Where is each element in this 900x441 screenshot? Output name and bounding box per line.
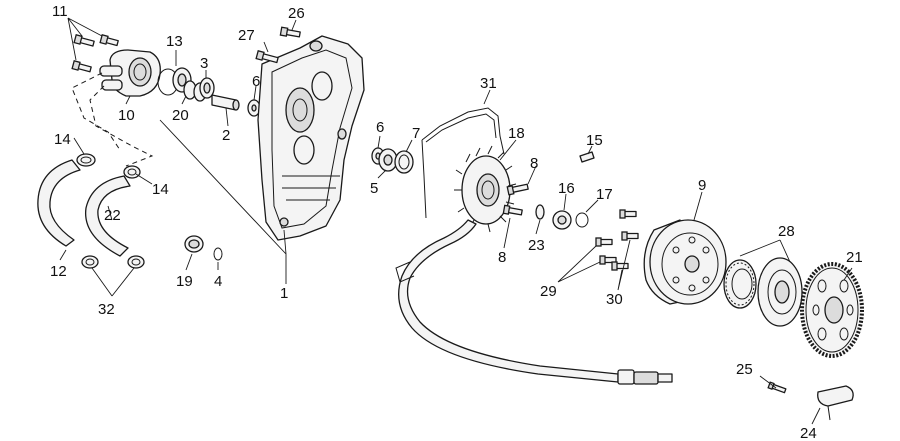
callout-14-right: 14 [152,181,169,198]
bolt-27 [255,50,279,64]
callout-32: 32 [98,301,115,318]
pump-cover-10 [99,49,161,97]
screws-8 [502,183,529,216]
callout-11: 11 [52,3,68,20]
callout-26: 26 [288,5,305,22]
callout-8-top: 8 [530,155,538,172]
nut-16 [552,210,572,230]
washer-23 [535,204,545,220]
hose-12 [37,159,81,247]
callout-13: 13 [166,33,183,50]
bolts-30 [611,209,639,271]
callout-30: 30 [606,291,623,308]
wiring-harness [395,219,673,385]
clamps-32 [81,255,145,269]
stator-18 [454,145,517,233]
callout-8-bottom: 8 [498,249,506,266]
callout-9: 9 [698,177,706,194]
flywheel-9 [643,219,727,305]
callout-15: 15 [586,132,603,149]
callout-20: 20 [172,107,189,124]
gasket-31 [421,107,505,219]
callout-4: 4 [214,273,222,290]
freewheel-ring [723,259,757,309]
callout-18: 18 [508,125,525,142]
starter-gear-21 [800,262,864,358]
seal-7 [394,150,414,174]
starter-clutch-28 [757,257,803,327]
screw-25 [767,381,787,394]
o-ring-4 [213,247,223,261]
callout-16: 16 [558,180,575,197]
clamp-14-left [76,153,96,167]
callout-23: 23 [528,237,545,254]
key-15 [579,151,595,163]
plug-19 [184,235,204,253]
bracket-24 [817,385,854,421]
callout-6-right: 6 [376,119,384,136]
callout-labels: 1 2 3 4 5 6 6 7 8 8 9 10 11 12 13 14 14 … [50,3,863,441]
callout-27: 27 [238,27,255,44]
callout-12: 12 [50,263,67,280]
callout-17: 17 [596,186,613,203]
callout-25: 25 [736,361,753,378]
bolts-11 [71,34,119,73]
bolts-29 [595,237,617,265]
hose-22 [84,175,131,257]
clamp-14-right [123,165,141,179]
screw-26 [279,26,301,38]
callout-29: 29 [540,283,557,300]
callout-28: 28 [778,223,795,240]
leader-lines [59,17,853,425]
bearing-5 [378,148,398,172]
callout-21: 21 [846,249,863,266]
callout-7: 7 [412,125,420,142]
callout-5: 5 [370,180,378,197]
callout-10: 10 [118,107,135,124]
shaft-2 [211,94,240,111]
callout-1: 1 [280,285,288,302]
callout-3: 3 [200,55,208,72]
crankcase-cover-1 [257,35,365,241]
callout-2: 2 [222,127,230,144]
callout-24: 24 [800,425,817,441]
callout-31: 31 [480,75,497,92]
callout-22: 22 [104,207,121,224]
washer-17 [575,212,589,228]
callout-14-left: 14 [54,131,71,148]
callout-19: 19 [176,273,193,290]
bearing-3 [199,77,215,99]
callout-6-left: 6 [252,73,260,90]
